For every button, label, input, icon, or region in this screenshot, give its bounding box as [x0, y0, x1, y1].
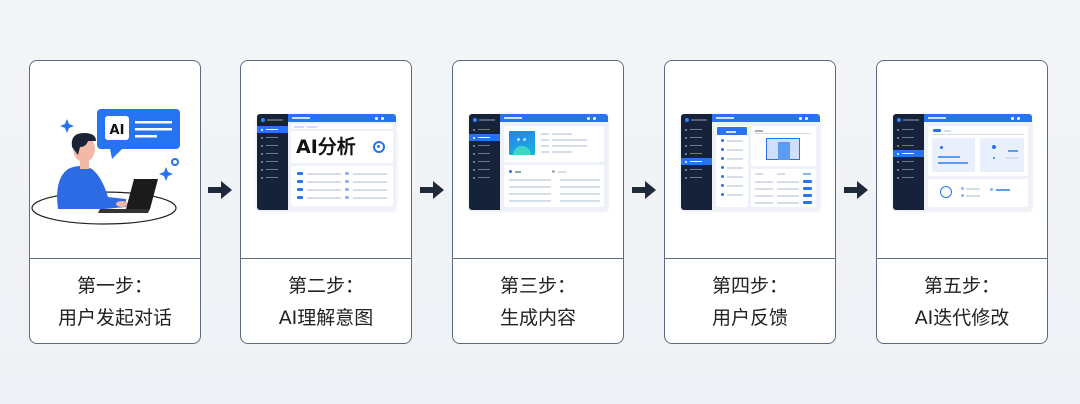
step-label-5: 第五步： AI迭代修改 [877, 260, 1047, 343]
step-illustration-4 [665, 61, 835, 259]
step-title: 第二步： [287, 275, 364, 297]
step-card-3: 第三步： 生成内容 [452, 60, 624, 344]
target-icon [373, 141, 385, 153]
building-image-icon [766, 138, 800, 160]
step-label-4: 第四步： 用户反馈 [665, 260, 835, 343]
ring-icon [171, 158, 179, 166]
arrow-right-icon [632, 181, 656, 199]
step-card-2: AI分析 第二步： AI理解意图 [240, 60, 412, 344]
mock-topbar [924, 114, 1032, 122]
generated-image-panel [504, 126, 604, 162]
feedback-mockup [681, 114, 820, 210]
step-title: 第五步： [923, 275, 1000, 297]
step-title: 第四步： [711, 275, 788, 297]
step-illustration-1: AI [30, 61, 200, 259]
user-chat-illustration: AI [31, 109, 180, 225]
image-icon [509, 131, 535, 155]
feedback-table-panel [751, 169, 816, 207]
arrow-right-icon [844, 181, 868, 199]
chat-bubble-icon [97, 109, 180, 159]
ai-bubble-text: AI [110, 123, 125, 138]
step-subtitle: 用户发起对话 [57, 307, 172, 329]
ai-analysis-mockup: AI分析 [257, 114, 396, 210]
person-icon [57, 133, 128, 209]
iteration-status-panel [928, 179, 1028, 207]
generated-list-panel [504, 165, 604, 207]
ai-analysis-panel: AI分析 [291, 131, 393, 163]
step-card-1: AI 第一步： 用户发起对话 [29, 60, 201, 344]
mock-sidebar [257, 114, 288, 210]
ai-analysis-list [291, 166, 393, 206]
arrow-right-icon [420, 181, 444, 199]
step-label-1: 第一步： 用户发起对话 [30, 260, 200, 343]
mock-topbar [500, 114, 608, 122]
feedback-list-panel [716, 126, 748, 207]
step-illustration-5 [877, 61, 1047, 259]
mock-sidebar [681, 114, 712, 210]
laptop-icon [98, 179, 158, 213]
step-card-5: 第五步： AI迭代修改 [876, 60, 1048, 344]
sparkle-icon [159, 167, 173, 181]
content-mockup [469, 114, 608, 210]
step-subtitle: AI迭代修改 [914, 307, 1010, 329]
mock-topbar [288, 114, 396, 122]
mock-sidebar [469, 114, 500, 210]
step-title: 第一步： [76, 275, 153, 297]
comparison-panel [928, 126, 1028, 176]
step-subtitle: 用户反馈 [711, 307, 788, 329]
mock-topbar [712, 114, 820, 122]
step-illustration-2: AI分析 [241, 61, 411, 259]
step-illustration-3 [453, 61, 623, 259]
iteration-mockup [893, 114, 1032, 210]
step-label-2: 第二步： AI理解意图 [241, 260, 411, 343]
step-label-3: 第三步： 生成内容 [453, 260, 623, 343]
feedback-preview-panel [751, 126, 816, 166]
mock-sidebar [893, 114, 924, 210]
ai-analysis-text: AI分析 [296, 136, 356, 158]
step-card-4: 第四步： 用户反馈 [664, 60, 836, 344]
progress-ring-icon [940, 186, 952, 198]
arrow-right-icon [208, 181, 232, 199]
sparkle-icon [60, 119, 74, 133]
step-subtitle: AI理解意图 [278, 307, 374, 329]
step-subtitle: 生成内容 [499, 307, 576, 329]
step-title: 第三步： [499, 275, 576, 297]
